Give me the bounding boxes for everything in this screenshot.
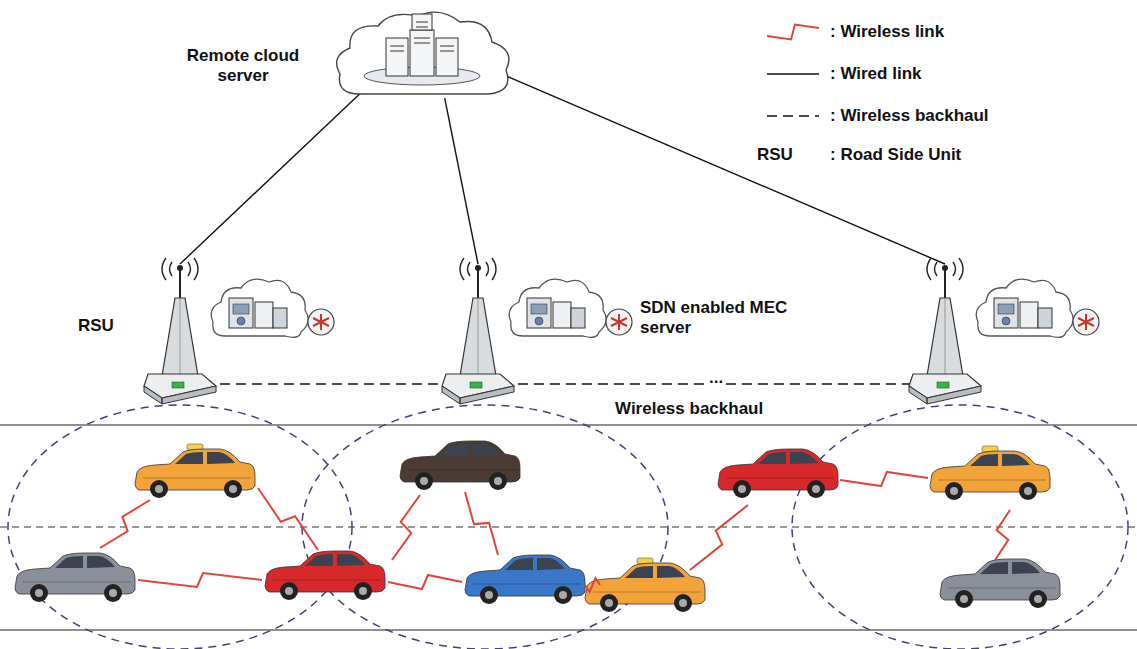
rsu-tower [438, 258, 518, 408]
legend-text: : Wireless link [830, 22, 944, 42]
wireless-link [585, 578, 600, 592]
wireless-link [840, 472, 928, 486]
vehicle [135, 444, 255, 498]
legend-row: : Wireless link [763, 20, 1063, 44]
road [0, 425, 1137, 630]
vehicle [930, 446, 1050, 500]
node-heading: RSU [78, 316, 128, 336]
mec-server [211, 279, 334, 337]
wireless-link [690, 505, 748, 570]
vehicle [718, 449, 838, 498]
coverage-area [8, 405, 352, 649]
wired-link [445, 98, 478, 264]
wired-link [180, 83, 371, 264]
legend-text: : Wired link [830, 64, 921, 84]
cloud-shape [330, 8, 515, 100]
wireless-link [995, 510, 1010, 560]
wireless-link [138, 573, 262, 587]
legend-sample [763, 62, 823, 86]
road-side-unit [438, 258, 518, 408]
wireless-link [392, 495, 420, 560]
rsu-tower [905, 258, 985, 408]
text-label: Wireless backhaul [615, 399, 763, 419]
mec-server [976, 279, 1099, 337]
cloud-server: Remote cloud server [330, 8, 515, 100]
legend-sample [763, 104, 823, 128]
legend-row: : Wireless backhaul [763, 104, 1063, 128]
text-label: RSU [757, 145, 793, 165]
vehicle [265, 551, 385, 600]
coverage-area [792, 405, 1128, 649]
vehicle [585, 558, 705, 612]
wireless-backhaul [204, 383, 454, 384]
vehicle [940, 559, 1060, 608]
wireless-link [465, 492, 498, 555]
vehicle [15, 553, 135, 602]
wireless-link [100, 500, 150, 548]
legend-sample [763, 20, 823, 44]
text-label: ... [706, 368, 726, 388]
road-side-unit: RSU [140, 258, 220, 408]
node-heading: Remote cloud server [183, 46, 303, 87]
legend-row: : Wired link [763, 62, 1063, 86]
legend-text: : Wireless backhaul [830, 106, 989, 126]
wireless-link [258, 488, 318, 550]
coverage-area [302, 405, 668, 649]
road-side-unit [905, 258, 985, 408]
mec-server [509, 279, 632, 337]
vehicle [465, 555, 585, 604]
text-label: : Road Side Unit [830, 145, 961, 165]
wireless-link [388, 575, 462, 589]
text-label: SDN enabled MEC server [640, 298, 810, 339]
rsu-tower [140, 258, 220, 408]
wired-link [502, 74, 945, 264]
vehicle [400, 441, 520, 490]
